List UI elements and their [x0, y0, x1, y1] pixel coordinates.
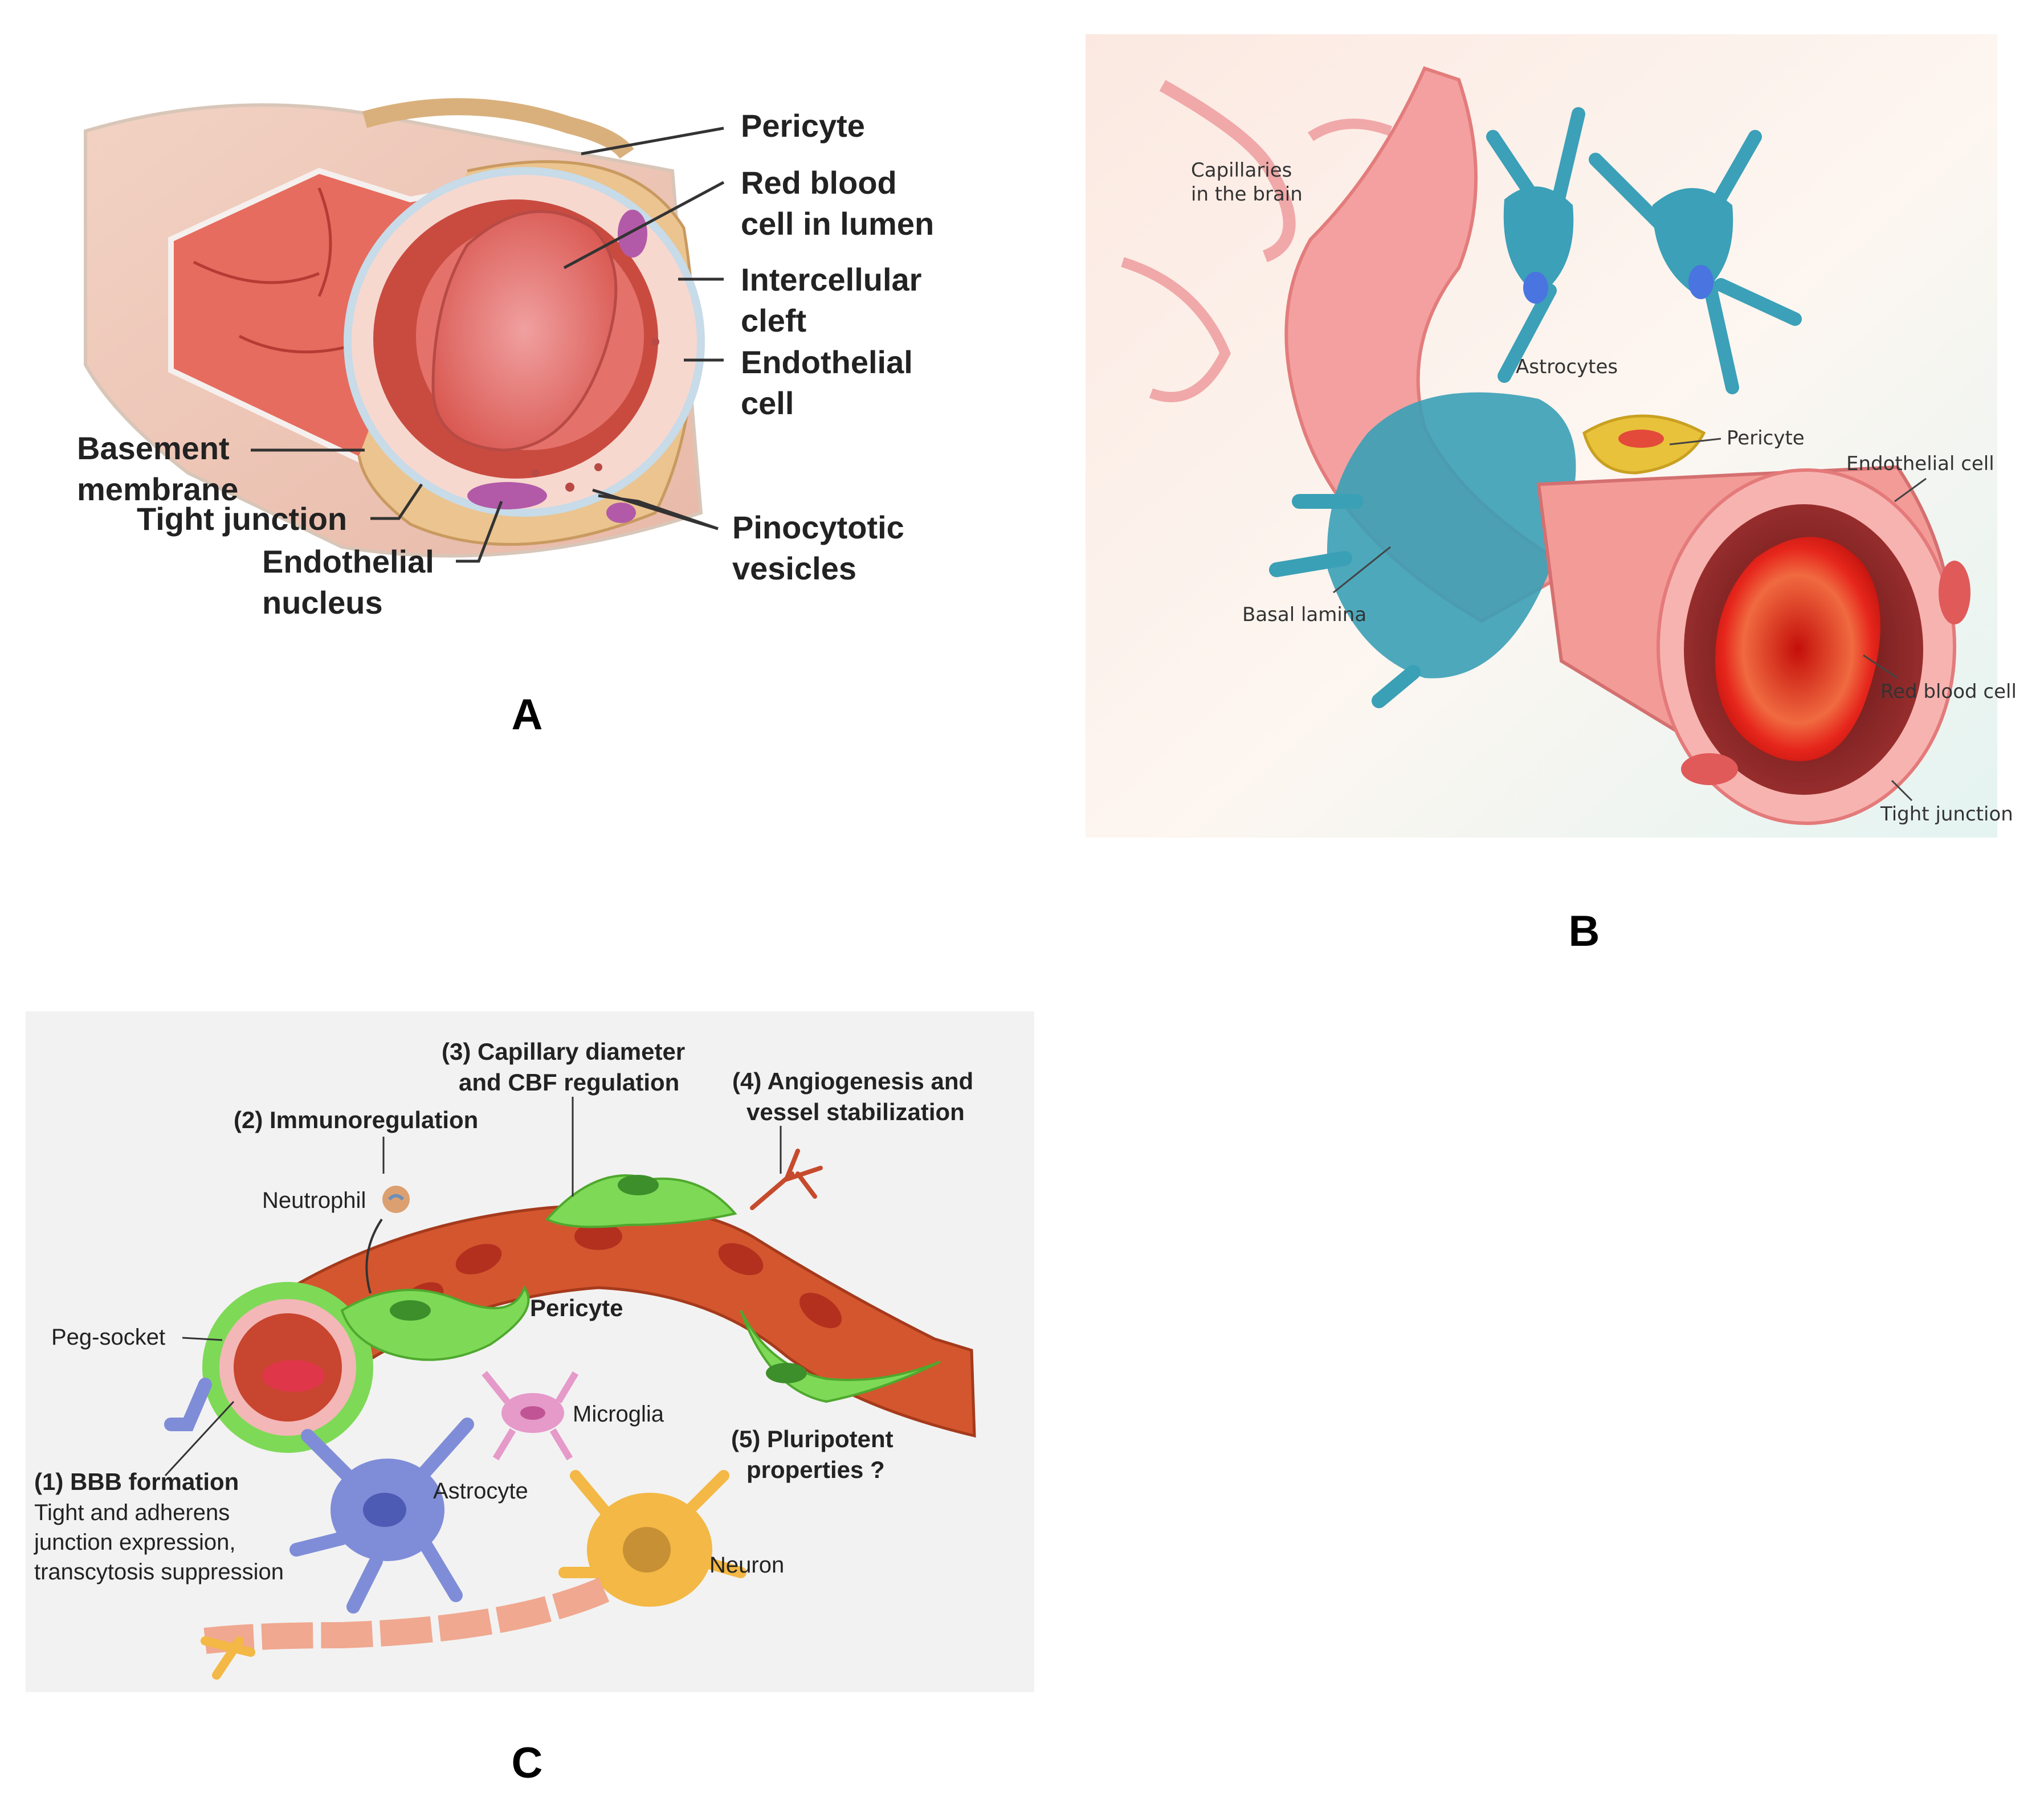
- label-tight-b: Tight junction: [1880, 803, 2013, 826]
- panel-b-labels: Capillaries in the brain Astrocytes Peri…: [1191, 159, 2017, 826]
- tight-b-leader: [1891, 779, 1913, 802]
- panel-b-illustration: [1086, 34, 1997, 838]
- panel-c-labels: (3) Capillary diameter and CBF regulatio…: [34, 1038, 973, 1584]
- label-f1: (1) BBB formation: [34, 1468, 239, 1495]
- panel-label-b: B: [1569, 907, 1600, 955]
- label-rbc-b: Red blood cell: [1880, 680, 2017, 703]
- peg-leader: [182, 1337, 223, 1341]
- label-pericyte-a: Pericyte: [741, 108, 865, 144]
- label-endo-b: Endothelial cell: [1846, 452, 1994, 475]
- label-nucleus-1: Endothelial: [262, 544, 434, 579]
- label-peg: Peg-socket: [51, 1325, 165, 1350]
- endo-b-leader: [1894, 477, 1927, 503]
- label-neutrophil: Neutrophil: [262, 1188, 366, 1213]
- label-tight-a: Tight junction: [137, 501, 347, 537]
- panel-a-labels: Pericyte Red blood cell in lumen Interce…: [77, 108, 934, 620]
- label-capillaries-2: in the brain: [1191, 183, 1303, 206]
- label-f4-1: (4) Angiogenesis and: [732, 1068, 973, 1094]
- panel-label-a: A: [512, 691, 543, 739]
- label-cleft-2: cleft: [741, 303, 806, 338]
- rbc-b-leader: [1863, 654, 1898, 679]
- label-astrocyte-c: Astrocyte: [433, 1479, 528, 1504]
- basal-leader: [1333, 546, 1391, 594]
- label-astrocytes-b: Astrocytes: [1516, 356, 1618, 378]
- nucleus-leader: [456, 501, 503, 563]
- panel-a-illustration: [84, 98, 705, 558]
- label-f1-d2: junction expression,: [34, 1530, 236, 1555]
- label-endo-a-1: Endothelial: [741, 344, 913, 380]
- label-f2: (2) Immunoregulation: [234, 1106, 478, 1133]
- label-f5-2: properties ?: [746, 1456, 885, 1483]
- label-pericyte-c: Pericyte: [530, 1294, 623, 1321]
- label-nucleus-2: nucleus: [262, 585, 383, 620]
- label-f1-d3: transcytosis suppression: [34, 1559, 284, 1584]
- f1-leader: [164, 1400, 235, 1477]
- label-pino-2: vesicles: [732, 550, 856, 586]
- label-f1-d1: Tight and adherens: [34, 1500, 230, 1525]
- panel-c-illustration: [26, 1011, 1034, 1692]
- label-microglia: Microglia: [573, 1402, 664, 1427]
- label-rbc-a-1: Red blood: [741, 165, 897, 201]
- label-f3-2: and CBF regulation: [459, 1069, 679, 1096]
- label-basal: Basal lamina: [1242, 603, 1366, 626]
- label-rbc-a-2: cell in lumen: [741, 206, 934, 242]
- label-basement-2: membrane: [77, 471, 238, 507]
- pino-leader-2: [598, 494, 719, 530]
- label-f5-1: (5) Pluripotent: [731, 1426, 894, 1452]
- label-f4-2: vessel stabilization: [746, 1098, 965, 1125]
- label-f3-1: (3) Capillary diameter: [442, 1038, 685, 1065]
- label-capillaries-1: Capillaries: [1191, 159, 1292, 182]
- rbc-leader: [563, 181, 725, 269]
- label-endo-a-2: cell: [741, 385, 794, 421]
- label-neuron: Neuron: [709, 1553, 784, 1578]
- panel-label-c: C: [512, 1739, 543, 1787]
- pericyte-leader: [581, 126, 724, 156]
- label-basement-1: Basement: [77, 430, 230, 466]
- tight-leader-a: [370, 483, 423, 520]
- label-pino-1: Pinocytotic: [732, 509, 904, 545]
- pericyte-b-leader: [1669, 438, 1721, 446]
- label-pericyte-b: Pericyte: [1727, 427, 1805, 450]
- label-cleft-1: Intercellular: [741, 262, 921, 297]
